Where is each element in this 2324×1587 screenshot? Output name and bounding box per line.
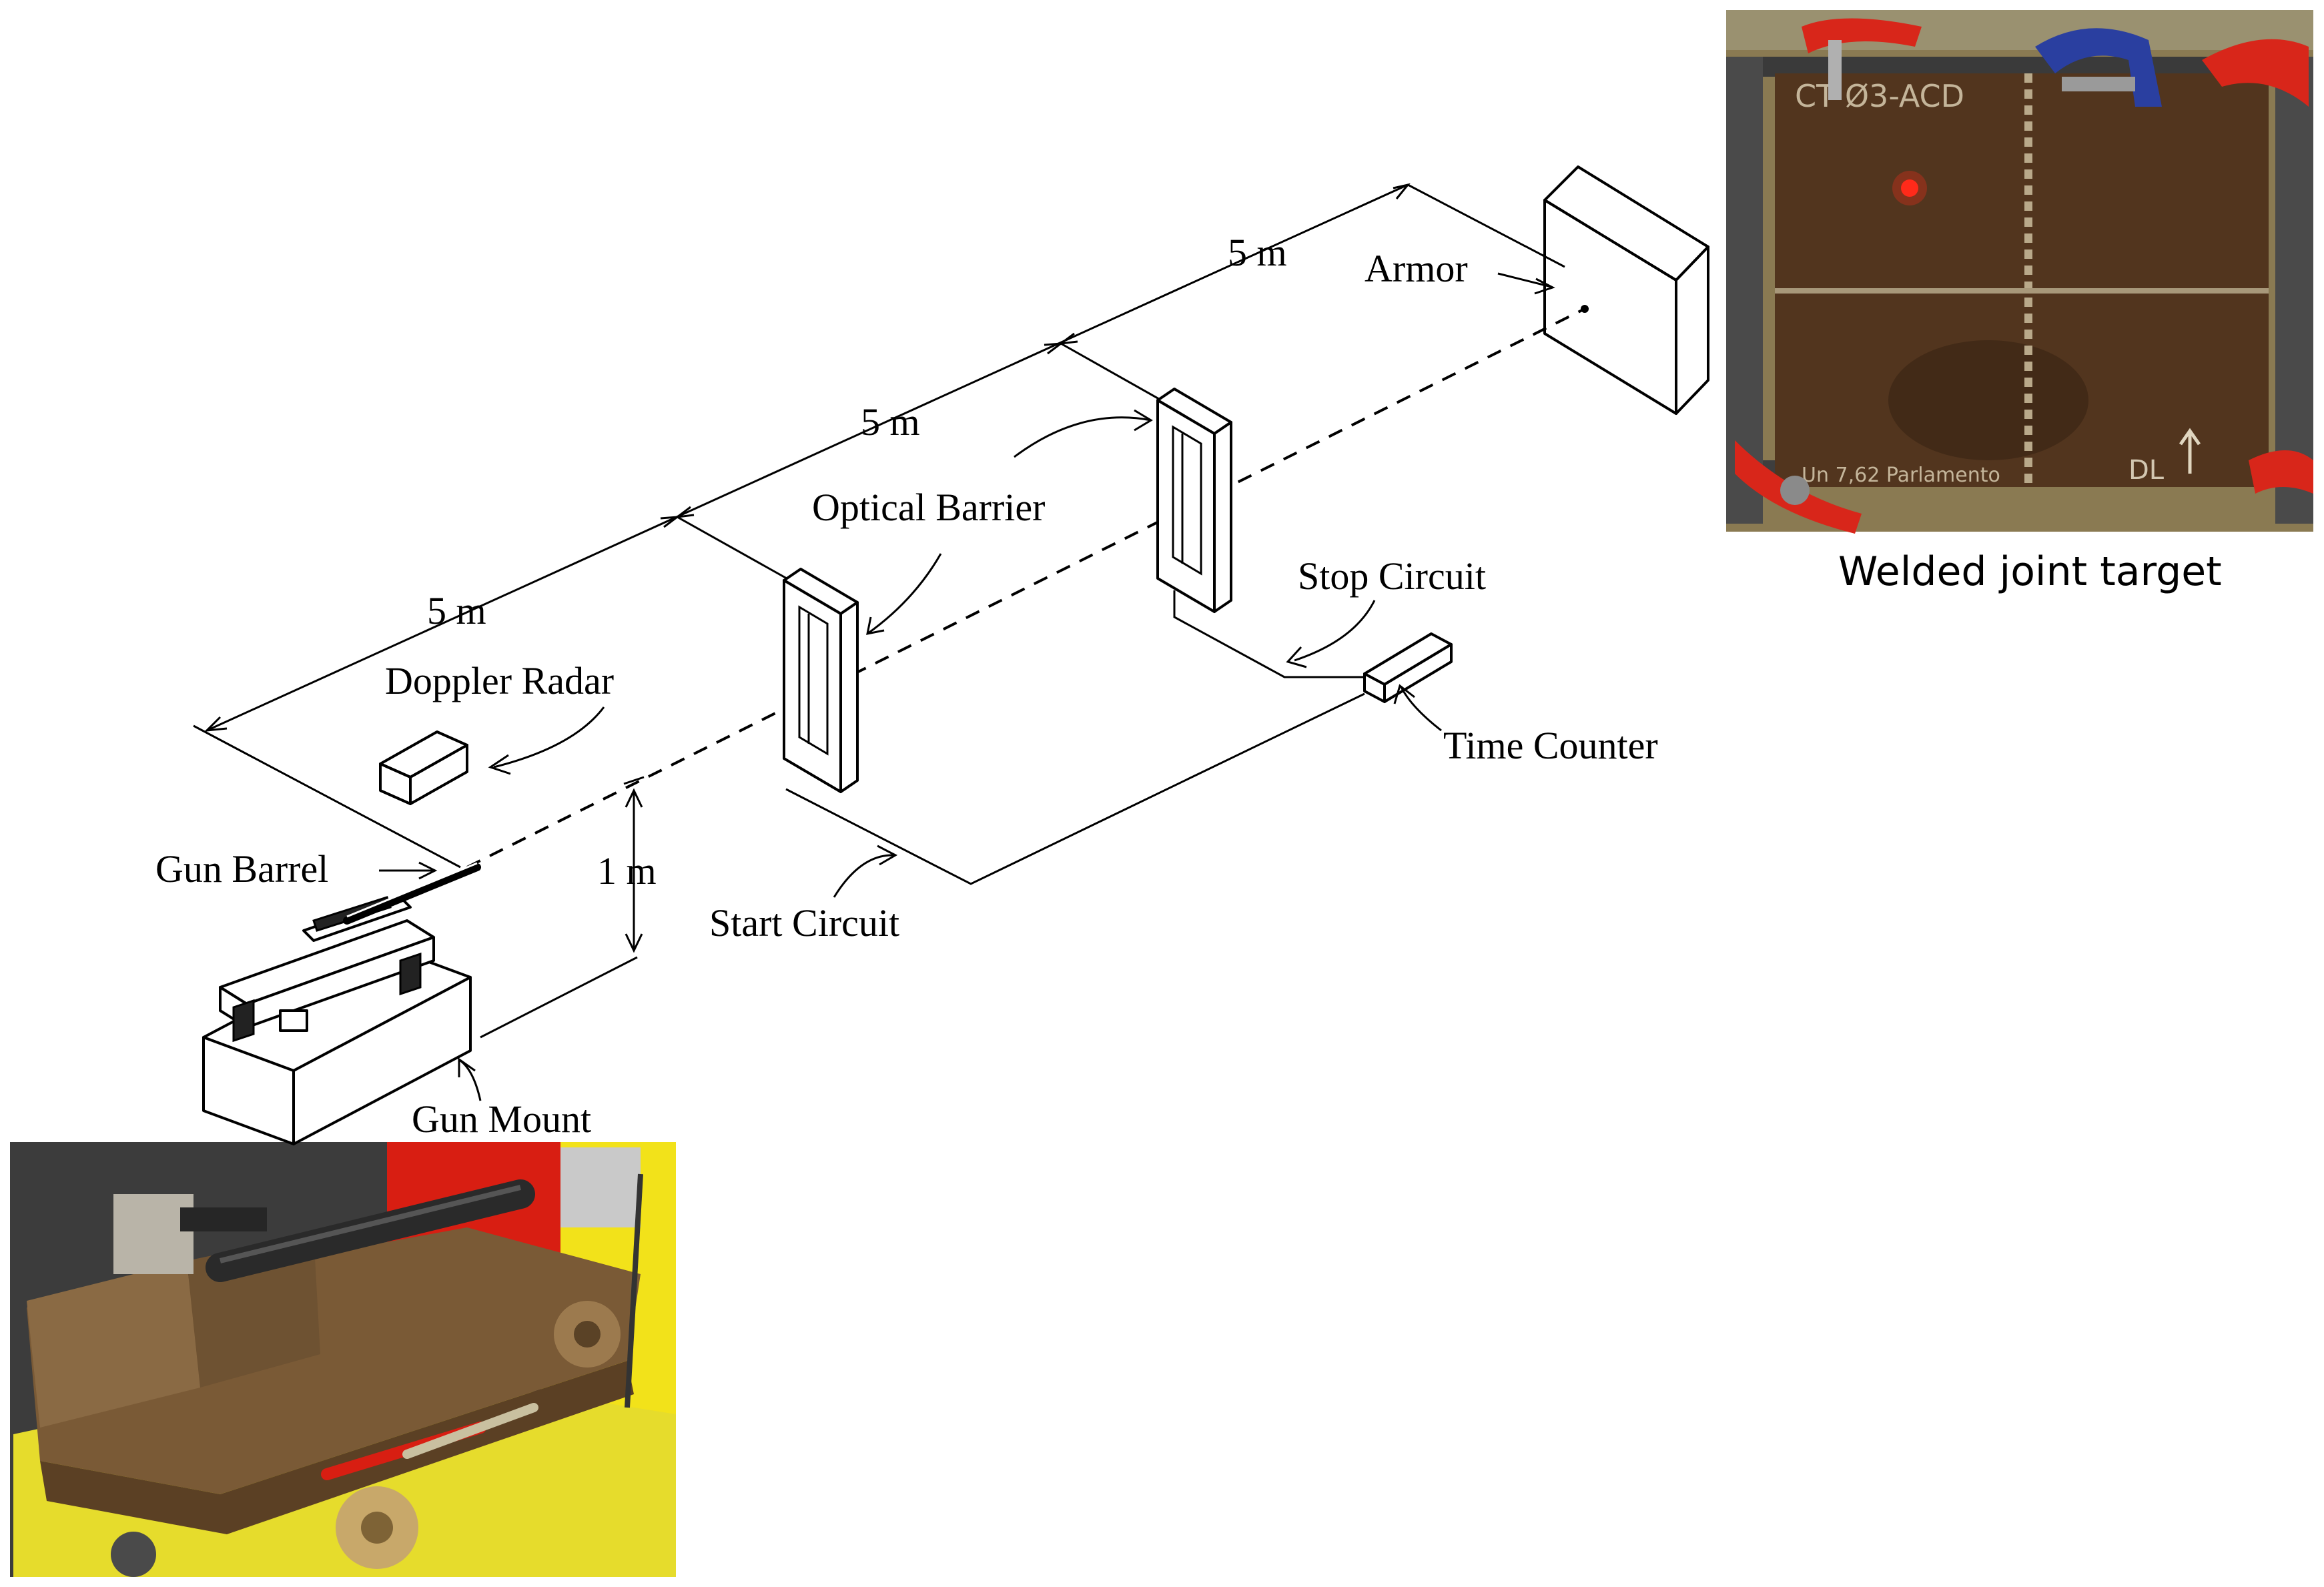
gun-mount [202, 896, 472, 1145]
gun-barrel-label: Gun Barrel [155, 847, 328, 891]
projectile-trajectory [466, 308, 1585, 869]
gun-rig-barrel [206, 1179, 535, 1282]
clamp-bottom-right [2249, 450, 2313, 494]
doppler-radar-box [379, 730, 468, 805]
optical-barrier-label: Optical Barrier [812, 486, 1045, 529]
armor-label: Armor [1365, 247, 1468, 290]
distance-label-1: 5 m [427, 589, 486, 632]
target-marking-bottom: Un 7,62 Parlamento [1802, 464, 2000, 487]
gun-mount-label: Gun Mount [412, 1097, 591, 1141]
armor-block [1543, 165, 1709, 415]
distance-label-2: 5 m [861, 400, 920, 444]
gun-barrel [343, 863, 481, 925]
clamp-top-middle [2035, 28, 2162, 107]
optical-barrier-near [783, 568, 859, 793]
welded-joint-target-photo: CT Ø3-ACD Un 7,62 Parlamento DL [1726, 10, 2313, 534]
time-counter-label: Time Counter [1443, 724, 1658, 767]
stop-circuit-label: Stop Circuit [1298, 554, 1486, 598]
start-circuit-label: Start Circuit [709, 901, 899, 945]
circuit-wiring [785, 590, 1365, 885]
target-marking-top: CT Ø3-ACD [1795, 78, 1964, 114]
steel-plate [1775, 73, 2269, 487]
distance-label-3: 5 m [1228, 231, 1287, 274]
gun-rig-photo [10, 1142, 676, 1577]
optical-barrier-far [1156, 388, 1232, 613]
height-label: 1 m [597, 849, 657, 893]
target-marking-right: DL [2128, 455, 2165, 486]
clamp-bottom-left [1735, 440, 1862, 534]
height-dimension [480, 776, 645, 1039]
doppler-radar-label: Doppler Radar [385, 659, 614, 702]
clamp-top-left [1802, 18, 1922, 100]
target-photo-caption: Welded joint target [1838, 548, 2222, 595]
clamp-top-right [2202, 39, 2309, 107]
laser-dot [1901, 179, 1918, 197]
